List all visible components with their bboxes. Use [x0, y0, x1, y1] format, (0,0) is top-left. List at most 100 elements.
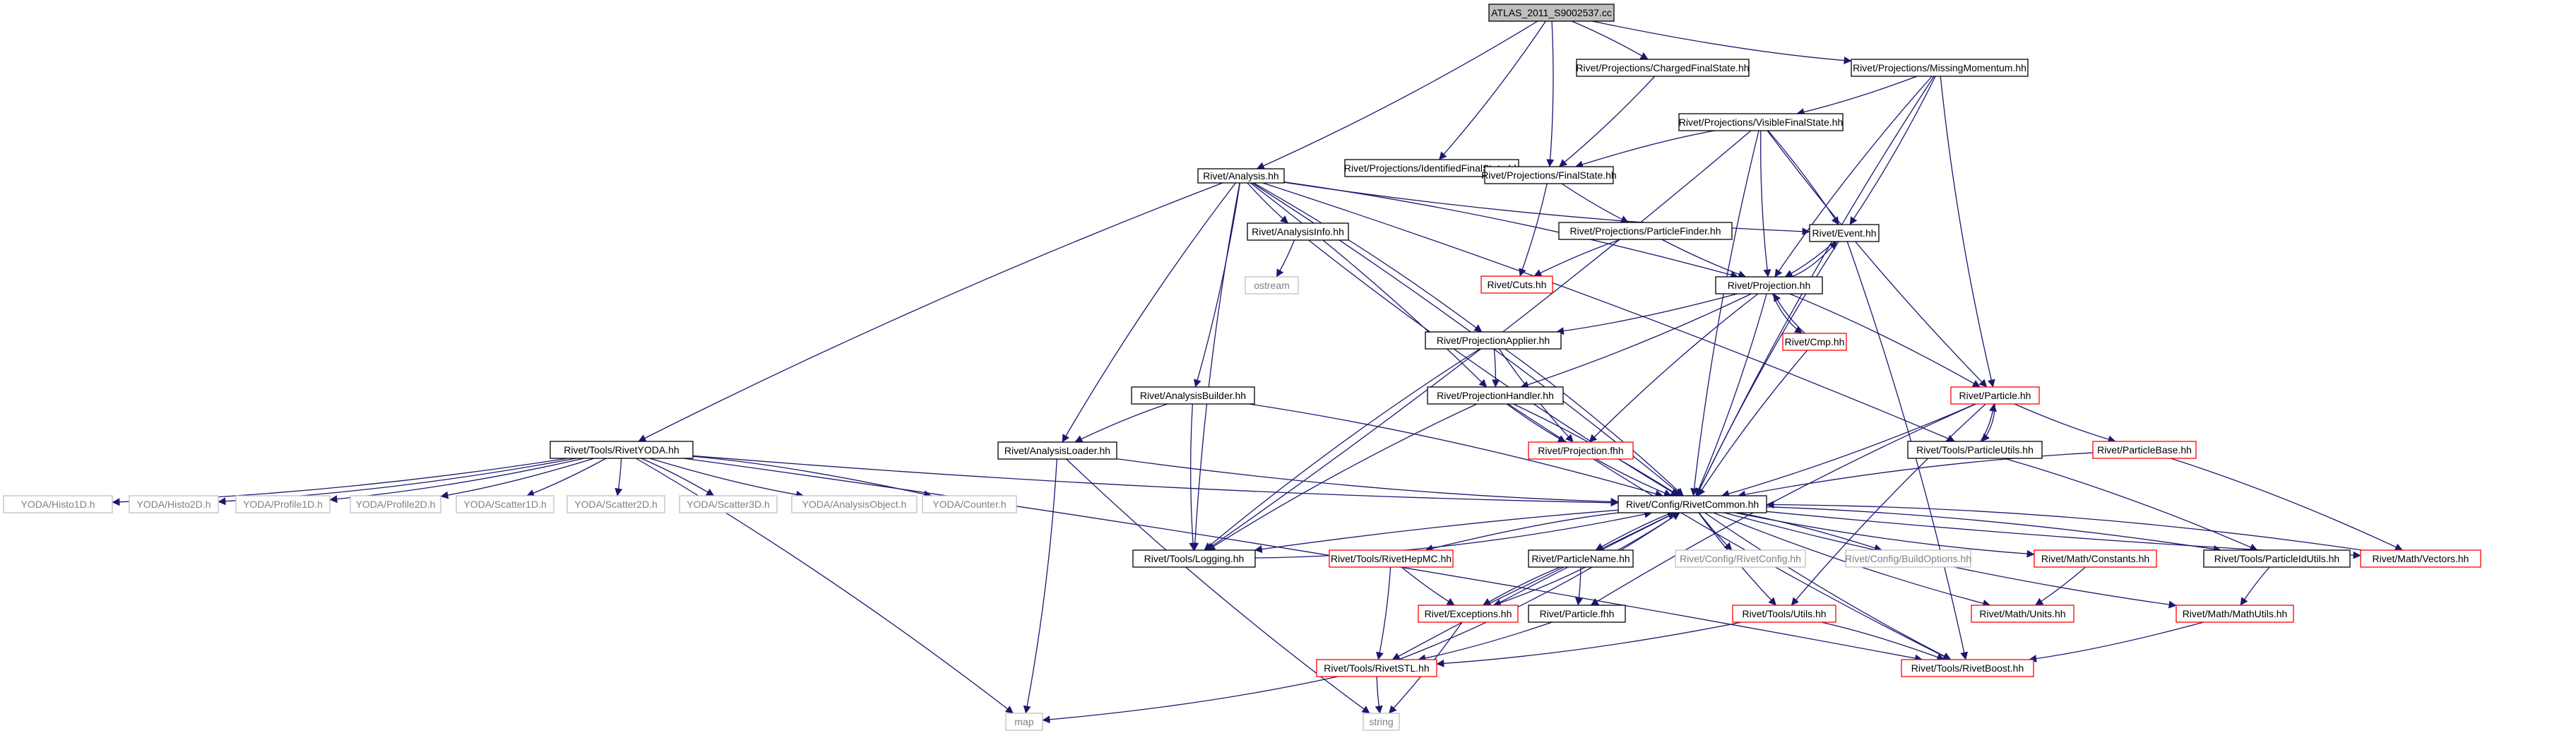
node-boost[interactable]: Rivet/Tools/RivetBoost.hh [1901, 659, 2034, 677]
node-vfs[interactable]: Rivet/Projections/VisibleFinalState.hh [1678, 113, 1844, 131]
node-box-aobj [791, 495, 918, 513]
node-s2d: YODA/Scatter2D.h [566, 495, 665, 513]
edge-root-to-analysis [1256, 20, 1538, 169]
node-particlefhh[interactable]: Rivet/Particle.fhh [1528, 605, 1626, 623]
node-missmom[interactable]: Rivet/Projections/MissingMomentum.hh [1851, 59, 2029, 77]
node-mathutils[interactable]: Rivet/Math/MathUtils.hh [2176, 605, 2294, 623]
node-box-ainfo [1247, 222, 1349, 241]
node-common[interactable]: Rivet/Config/RivetCommon.hh [1618, 495, 1767, 513]
node-vectors[interactable]: Rivet/Math/Vectors.hh [2360, 549, 2481, 568]
node-label-vectors: Rivet/Math/Vectors.hh [2373, 553, 2469, 564]
node-utils[interactable]: Rivet/Tools/Utils.hh [1732, 605, 1836, 623]
node-units[interactable]: Rivet/Math/Units.hh [1971, 605, 2075, 623]
node-stl[interactable]: Rivet/Tools/RivetSTL.hh [1316, 659, 1437, 677]
edge-fs-to-cuts [1519, 183, 1548, 277]
edge-analysis-to-aloader [1062, 182, 1236, 443]
node-box-exceptions [1418, 605, 1519, 623]
node-logging[interactable]: Rivet/Tools/Logging.hh [1132, 549, 1256, 568]
node-box-event [1809, 224, 1880, 242]
edge-stl-to-common [1398, 512, 1680, 660]
node-box-s3d [679, 495, 778, 513]
node-h2d: YODA/Histo2D.h [129, 495, 219, 513]
node-ainfo[interactable]: Rivet/AnalysisInfo.hh [1247, 222, 1349, 241]
node-box-particle [1950, 386, 2040, 405]
node-label-particle: Rivet/Particle.hh [1959, 390, 2031, 401]
node-label-analysis: Rivet/Analysis.hh [1203, 170, 1278, 181]
node-pfinder[interactable]: Rivet/Projections/ParticleFinder.hh [1558, 222, 1733, 240]
edge-root-to-idfs [1439, 20, 1546, 160]
node-box-counter [922, 495, 1017, 513]
node-box-h2d [129, 495, 219, 513]
edge-common-to-logging [1254, 509, 1619, 554]
node-rivetyoda[interactable]: Rivet/Tools/RivetYODA.hh [550, 441, 694, 459]
node-box-projection [1715, 276, 1823, 294]
node-label-counter: YODA/Counter.h [932, 499, 1006, 510]
node-pidutils[interactable]: Rivet/Tools/ParticleIdUtils.hh [2203, 549, 2351, 568]
node-papplier[interactable]: Rivet/ProjectionApplier.hh [1425, 331, 1562, 350]
node-phandler[interactable]: Rivet/ProjectionHandler.hh [1427, 386, 1564, 405]
node-pbase[interactable]: Rivet/ParticleBase.hh [2092, 441, 2197, 459]
edge-projection-to-phandler [1520, 293, 1752, 388]
node-box-cmp [1782, 333, 1847, 351]
node-aloader[interactable]: Rivet/AnalysisLoader.hh [997, 441, 1117, 460]
edge-vectors-to-common [1766, 501, 2363, 551]
node-chfs[interactable]: Rivet/Projections/ChargedFinalState.hh [1576, 59, 1750, 77]
node-exceptions[interactable]: Rivet/Exceptions.hh [1418, 605, 1519, 623]
node-box-particlefhh [1528, 605, 1626, 623]
node-label-missmom: Rivet/Projections/MissingMomentum.hh [1853, 62, 2026, 73]
node-putils[interactable]: Rivet/Tools/ParticleUtils.hh [1907, 441, 2043, 459]
node-root[interactable]: ATLAS_2011_S9002537.cc [1488, 4, 1615, 22]
node-box-units [1971, 605, 2075, 623]
edge-common-to-boost [1704, 512, 1952, 660]
node-projfhh[interactable]: Rivet/Projection.fhh [1528, 441, 1634, 460]
node-box-common [1618, 495, 1767, 513]
node-hepmc[interactable]: Rivet/Tools/RivetHepMC.hh [1329, 549, 1454, 568]
node-pname[interactable]: Rivet/ParticleName.hh [1528, 549, 1634, 568]
node-abuilder[interactable]: Rivet/AnalysisBuilder.hh [1131, 386, 1255, 405]
node-event[interactable]: Rivet/Event.hh [1809, 224, 1880, 242]
edge-utils-to-stl [1436, 621, 1742, 667]
node-label-projection: Rivet/Projection.hh [1728, 280, 1811, 291]
node-box-s2d [566, 495, 665, 513]
node-label-rivetyoda: Rivet/Tools/RivetYODA.hh [564, 444, 679, 456]
node-cmp[interactable]: Rivet/Cmp.hh [1782, 333, 1847, 351]
node-label-cuts: Rivet/Cuts.hh [1487, 279, 1546, 290]
edge-particle-to-particlefhh [1590, 403, 1976, 606]
node-analysis[interactable]: Rivet/Analysis.hh [1197, 168, 1285, 184]
node-label-particlefhh: Rivet/Particle.fhh [1540, 608, 1615, 619]
edge-pidutils-to-mathutils [2240, 566, 2270, 606]
node-label-rconfig: Rivet/Config/RivetConfig.hh [1680, 553, 1801, 564]
edge-projfhh-to-common [1596, 458, 1672, 497]
node-label-ostream: ostream [1254, 280, 1290, 291]
node-cuts[interactable]: Rivet/Cuts.hh [1480, 275, 1553, 294]
node-string: string [1363, 713, 1400, 731]
node-fs[interactable]: Rivet/Projections/FinalState.hh [1481, 166, 1617, 184]
edge-missmom-to-event [1849, 76, 1936, 225]
edge-particlefhh-to-stl [1418, 621, 1553, 662]
node-projection[interactable]: Rivet/Projection.hh [1715, 276, 1823, 294]
node-boptions: Rivet/Config/BuildOptions.hh [1845, 549, 1971, 568]
edge-projection-to-common [1695, 293, 1767, 496]
edge-hepmc-to-exceptions [1401, 566, 1455, 606]
node-particle[interactable]: Rivet/Particle.hh [1950, 386, 2040, 405]
edge-utils-to-boost [1821, 621, 1945, 661]
node-constants[interactable]: Rivet/Math/Constants.hh [2034, 549, 2157, 568]
node-label-pidutils: Rivet/Tools/ParticleIdUtils.hh [2214, 553, 2339, 564]
node-label-root: ATLAS_2011_S9002537.cc [1491, 7, 1612, 18]
node-box-utils [1732, 605, 1836, 623]
node-label-string: string [1369, 716, 1393, 727]
edge-analysis-to-projection [1283, 181, 1739, 279]
edge-papplier-to-phandler [1492, 348, 1500, 388]
node-label-h1d: YODA/Histo1D.h [20, 499, 95, 510]
edge-projection-to-projfhh [1589, 293, 1759, 443]
node-label-p1d: YODA/Profile1D.h [243, 499, 323, 510]
node-box-string [1363, 713, 1400, 731]
node-label-pname: Rivet/ParticleName.hh [1531, 553, 1630, 564]
node-label-idfs: Rivet/Projections/IdentifiedFinalState.h… [1344, 162, 1519, 174]
edge-rivetyoda-to-s3d [641, 458, 715, 496]
edge-vfs-to-projection [1760, 130, 1771, 278]
node-box-map [1005, 713, 1043, 731]
edge-analysis-to-papplier [1253, 182, 1483, 333]
edge-projection-to-particle [1789, 293, 1981, 388]
edge-pbase-to-vectors [2171, 458, 2403, 551]
